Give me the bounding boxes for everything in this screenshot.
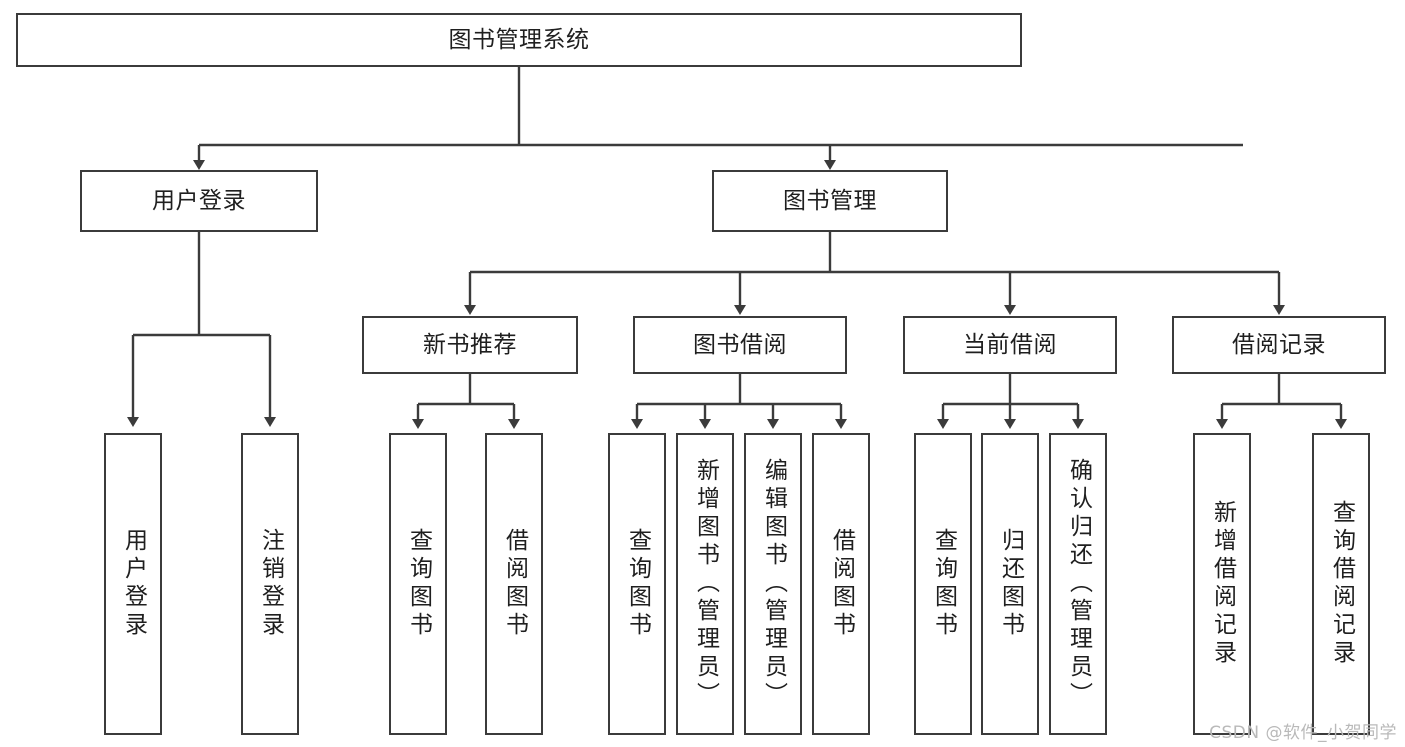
leaf-logout-login[interactable]: 注销登录	[241, 433, 299, 735]
node-label: 确认归还（管理员）	[1065, 458, 1092, 710]
node-label: 借阅图书	[828, 528, 855, 640]
node-current-borrow[interactable]: 当前借阅	[903, 316, 1117, 374]
node-label: 编辑图书（管理员）	[760, 458, 787, 710]
leaf-query-book-borrow[interactable]: 查询图书	[608, 433, 666, 735]
node-label: 查询图书	[624, 528, 651, 640]
leaf-confirm-return[interactable]: 确认归还（管理员）	[1049, 433, 1107, 735]
node-label: 图书管理	[783, 187, 877, 214]
leaf-query-book-current[interactable]: 查询图书	[914, 433, 972, 735]
node-new-book-recommend[interactable]: 新书推荐	[362, 316, 578, 374]
node-label: 归还图书	[997, 528, 1024, 640]
leaf-edit-book[interactable]: 编辑图书（管理员）	[744, 433, 802, 735]
node-borrow-record[interactable]: 借阅记录	[1172, 316, 1386, 374]
node-label: 借阅图书	[501, 528, 528, 640]
node-root-system[interactable]: 图书管理系统	[16, 13, 1022, 67]
leaf-add-book[interactable]: 新增图书（管理员）	[676, 433, 734, 735]
node-label: 用户登录	[152, 187, 246, 214]
node-label: 查询图书	[405, 528, 432, 640]
node-label: 新书推荐	[423, 331, 517, 358]
leaf-add-borrow-record[interactable]: 新增借阅记录	[1193, 433, 1251, 735]
leaf-borrow-book-recommend[interactable]: 借阅图书	[485, 433, 543, 735]
leaf-query-book-recommend[interactable]: 查询图书	[389, 433, 447, 735]
node-user-login[interactable]: 用户登录	[80, 170, 318, 232]
leaf-user-login[interactable]: 用户登录	[104, 433, 162, 735]
leaf-return-book[interactable]: 归还图书	[981, 433, 1039, 735]
node-book-manage[interactable]: 图书管理	[712, 170, 948, 232]
node-label: 借阅记录	[1232, 331, 1326, 358]
node-label: 新增借阅记录	[1209, 500, 1236, 668]
node-label: 图书借阅	[693, 331, 787, 358]
node-label: 图书管理系统	[448, 26, 590, 53]
node-label: 查询借阅记录	[1328, 500, 1355, 668]
node-label: 当前借阅	[963, 331, 1057, 358]
node-label: 新增图书（管理员）	[692, 458, 719, 710]
node-label: 用户登录	[120, 528, 147, 640]
node-label: 查询图书	[930, 528, 957, 640]
leaf-query-borrow-record[interactable]: 查询借阅记录	[1312, 433, 1370, 735]
node-label: 注销登录	[257, 528, 284, 640]
node-book-borrow[interactable]: 图书借阅	[633, 316, 847, 374]
leaf-borrow-book[interactable]: 借阅图书	[812, 433, 870, 735]
